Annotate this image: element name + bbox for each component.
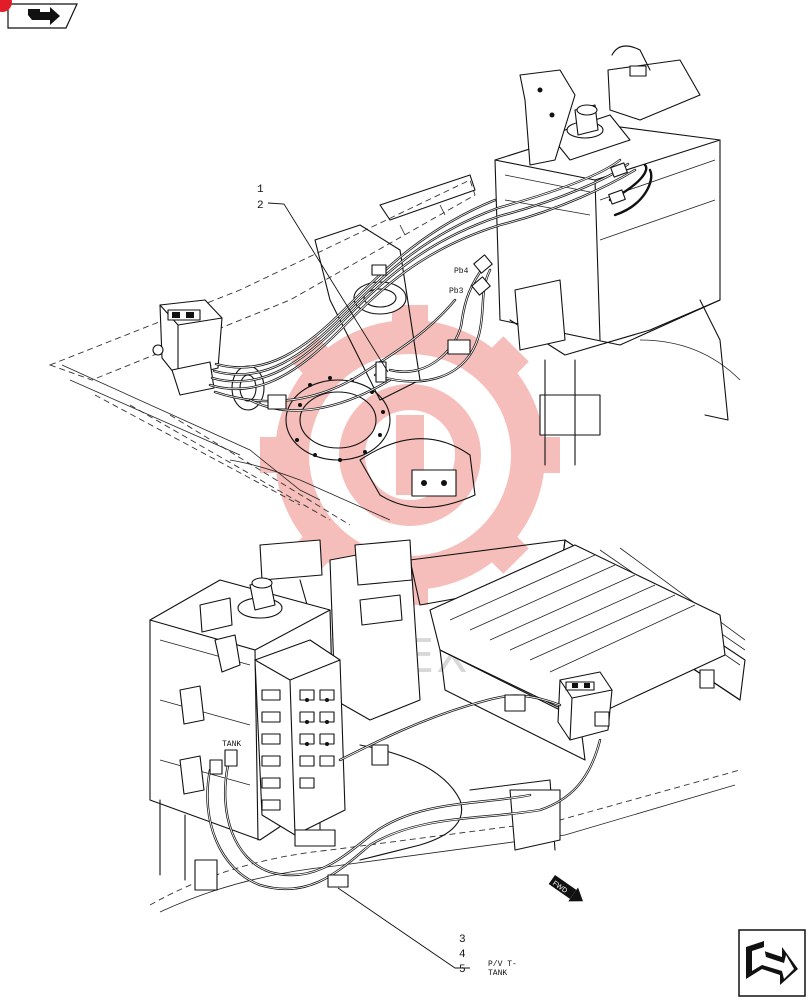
arrow-nav-icon	[7, 3, 78, 29]
tank-fittings	[267, 162, 628, 410]
port-label-pb3: Pb3	[449, 287, 464, 296]
arrow-nav-icon	[738, 929, 806, 997]
port-label-tank: TANK	[222, 740, 241, 749]
callout-4: 4	[459, 949, 466, 961]
port-label-pv-tank: TANK	[488, 969, 507, 978]
callout-2: 2	[257, 200, 264, 212]
solenoid-valve	[152, 299, 223, 396]
upper-assembly: Pb4 Pb3 1 2	[48, 45, 741, 526]
callout-1: 1	[257, 184, 264, 196]
port-label-pb4: Pb4	[454, 267, 469, 276]
next-page-button[interactable]	[738, 929, 806, 997]
lower-fittings	[209, 669, 715, 888]
control-valve	[149, 577, 346, 891]
tank-return-hose	[206, 694, 602, 891]
solenoid-valve-right	[557, 671, 613, 741]
port-label-pv-t: P/V T-	[488, 960, 517, 969]
fwd-label: FWD	[551, 880, 568, 895]
red-badge-icon	[0, 0, 12, 12]
prev-page-button[interactable]	[6, 3, 78, 29]
callout-3: 3	[459, 934, 466, 946]
lower-assembly: TANK FWD 3 4 5 P/V T- TANK	[149, 539, 746, 978]
callout-5: 5	[459, 964, 466, 976]
fwd-arrow: FWD	[548, 875, 583, 902]
pilot-hose-bundle	[208, 158, 653, 412]
